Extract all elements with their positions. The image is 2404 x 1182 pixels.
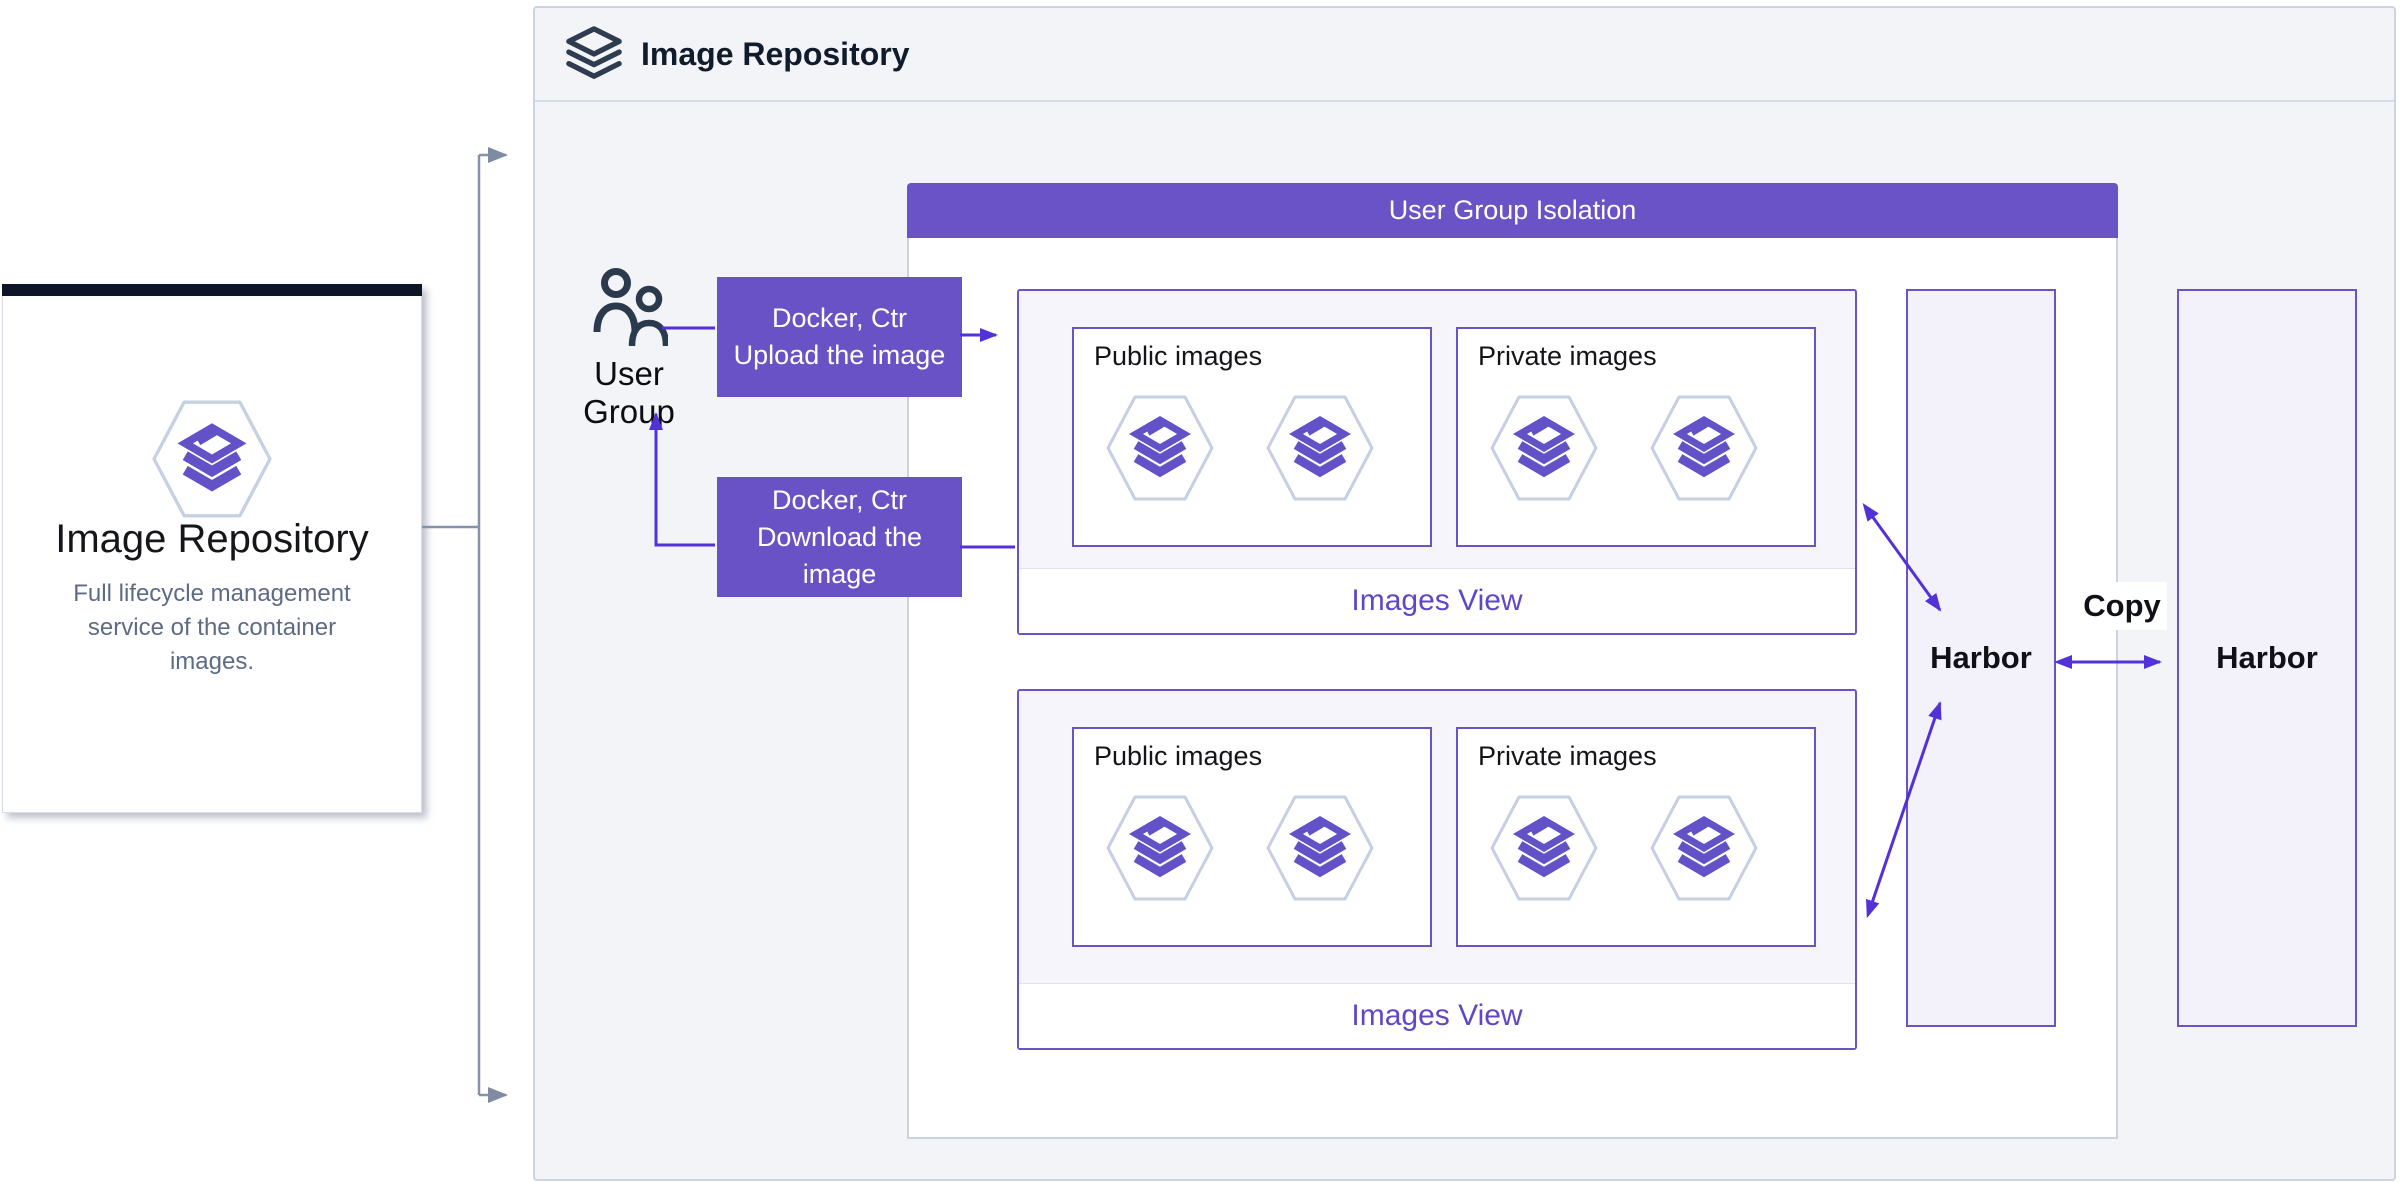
users-icon xyxy=(592,268,668,352)
public-images-label: Public images xyxy=(1094,741,1263,771)
public-images-box: Public images xyxy=(1072,327,1432,547)
panel-title: Image Repository xyxy=(641,35,910,72)
download-line-2: Download the xyxy=(756,521,923,552)
upload-line-2: Upload the image xyxy=(733,340,946,370)
upload-line-1: Docker, Ctr xyxy=(771,303,908,333)
copy-edge-label: Copy xyxy=(2077,582,2167,630)
public-images-box: Public images xyxy=(1072,727,1432,947)
public-images-label: Public images xyxy=(1094,341,1263,371)
container-layers-hexagon-icon xyxy=(149,391,275,527)
left-card: Image Repository Full lifecycle manageme… xyxy=(2,284,422,813)
container-image-hexagon-icon xyxy=(1264,787,1376,909)
container-image-hexagon-icon xyxy=(1104,787,1216,909)
harbor-outer-box: Harbor xyxy=(2177,289,2357,1027)
container-image-hexagon-icon xyxy=(1488,787,1600,909)
images-view-bottom: Public images Private images Images View xyxy=(1017,689,1857,1050)
card-to-panel-connector xyxy=(422,147,508,1103)
card-description: Full lifecycle management service of the… xyxy=(73,580,351,675)
download-line-3: image xyxy=(802,558,877,589)
card-top-accent-bar xyxy=(2,284,422,296)
container-image-hexagon-icon xyxy=(1104,387,1216,509)
user-group-label: User Group xyxy=(583,355,675,430)
panel-header: Image Repository xyxy=(535,8,2394,102)
image-repository-panel: Image Repository User Group Isolation Us… xyxy=(533,6,2396,1181)
private-images-label: Private images xyxy=(1478,341,1657,371)
card-title: Image Repository xyxy=(55,517,369,561)
private-images-label: Private images xyxy=(1478,741,1657,771)
images-view-top: Public images Private images Images View xyxy=(1017,289,1857,635)
harbor-inner-box: Harbor xyxy=(1906,289,2056,1027)
download-line-1: Docker, Ctr xyxy=(771,484,908,515)
container-image-hexagon-icon xyxy=(1264,387,1376,509)
isolation-title: User Group Isolation xyxy=(1388,195,1637,225)
container-image-hexagon-icon xyxy=(1648,787,1760,909)
private-images-box: Private images xyxy=(1456,327,1816,547)
container-image-hexagon-icon xyxy=(1648,387,1760,509)
download-image-box: Docker, Ctr Download the image xyxy=(717,477,962,597)
images-view-label: Images View xyxy=(1019,568,1855,633)
layers-icon xyxy=(563,25,625,83)
user-group-isolation-header: User Group Isolation xyxy=(907,183,2118,238)
private-images-box: Private images xyxy=(1456,727,1816,947)
container-image-hexagon-icon xyxy=(1488,387,1600,509)
images-view-label: Images View xyxy=(1019,983,1855,1048)
upload-image-box: Docker, Ctr Upload the image xyxy=(717,277,962,397)
